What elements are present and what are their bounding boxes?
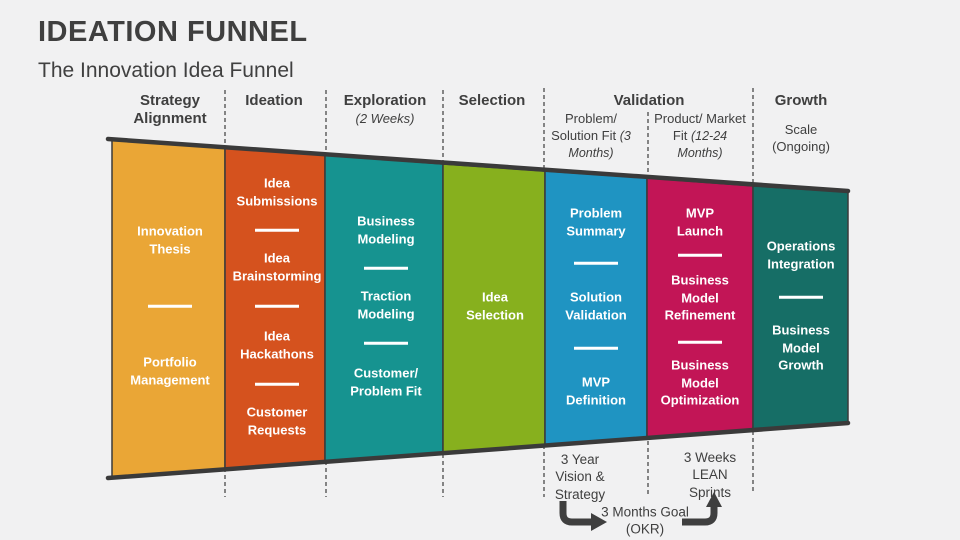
funnel-item: Portfolio Management — [130, 354, 210, 387]
item-divider — [574, 261, 618, 265]
funnel-item: Business Model Optimization — [660, 357, 740, 408]
subheader-product-market-fit-name: Product/ Market Fit — [654, 111, 746, 143]
funnel-item: Idea Selection — [466, 289, 524, 322]
column-header-selection: Selection — [458, 92, 526, 109]
funnel-item: MVP Definition — [566, 374, 626, 407]
funnel-item: Problem Summary — [566, 205, 626, 238]
arrow-goal-to-sprints-head — [706, 492, 722, 507]
funnel-item: Solution Validation — [565, 289, 627, 322]
funnel-item: Customer/ Problem Fit — [350, 365, 422, 398]
subheader-problem-solution-fit-duration: (3 Months) — [568, 128, 631, 160]
item-divider — [364, 341, 408, 345]
item-divider — [364, 266, 408, 270]
column-header-growth: Growth — [774, 92, 828, 109]
page-subtitle: The Innovation Idea Funnel — [38, 59, 294, 82]
funnel-segment-growth — [752, 185, 849, 430]
funnel-item: Business Model Refinement — [664, 272, 736, 323]
annotation-3-weeks-sprints: 3 Weeks LEAN Sprints — [683, 450, 737, 500]
funnel-item: Idea Hackathons — [240, 328, 314, 361]
subheader-scale-ongoing: Scale (Ongoing) — [772, 122, 830, 154]
annotation-3-months-goal: 3 Months Goal (OKR) — [601, 504, 689, 537]
item-divider — [678, 253, 722, 257]
item-divider — [779, 295, 823, 299]
item-divider — [678, 340, 722, 344]
subheader-problem-solution-fit: Problem/ Solution Fit (3 Months) — [548, 111, 634, 162]
arrow-vision-to-goal-head — [591, 513, 607, 531]
subheader-product-market-fit-duration: (12-24 Months) — [677, 128, 728, 160]
funnel-segment-strategy-alignment — [111, 139, 226, 478]
item-divider — [148, 304, 192, 308]
funnel-item: Idea Brainstorming — [232, 250, 322, 283]
column-header-exploration: Exploration (2 Weeks) — [325, 92, 445, 127]
funnel-item: Idea Submissions — [236, 175, 318, 208]
column-header-validation: Validation — [613, 92, 685, 109]
column-header-strategy-alignment: Strategy Alignment — [133, 92, 207, 127]
item-divider — [255, 382, 299, 386]
funnel-item: Traction Modeling — [357, 288, 415, 321]
item-divider — [255, 304, 299, 308]
subheader-problem-solution-fit-name: Problem/ Solution Fit — [551, 111, 618, 143]
column-header-ideation: Ideation — [245, 92, 303, 109]
funnel-item: Business Modeling — [357, 213, 415, 246]
funnel-item: Customer Requests — [246, 404, 308, 437]
okr-flow-arrows — [559, 492, 722, 531]
column-header-exploration-label: Exploration — [343, 92, 427, 109]
column-header-exploration-duration: (2 Weeks) — [355, 111, 415, 126]
funnel-item: MVP Launch — [676, 205, 724, 238]
funnel-item: Business Model Growth — [772, 322, 830, 373]
arrow-vision-to-goal — [559, 501, 592, 526]
annotation-3-year-vision: 3 Year Vision & Strategy — [554, 452, 606, 502]
page-title: IDEATION FUNNEL — [38, 16, 308, 48]
funnel-top-edge — [105, 136, 851, 194]
funnel-bottom-edge — [105, 420, 851, 481]
funnel-item: Operations Integration — [766, 238, 836, 271]
arrow-goal-to-sprints — [682, 505, 718, 526]
funnel-item: Innovation Thesis — [137, 223, 203, 256]
item-divider — [574, 346, 618, 350]
subheader-product-market-fit: Product/ Market Fit (12-24 Months) — [652, 111, 748, 162]
item-divider — [255, 228, 299, 232]
